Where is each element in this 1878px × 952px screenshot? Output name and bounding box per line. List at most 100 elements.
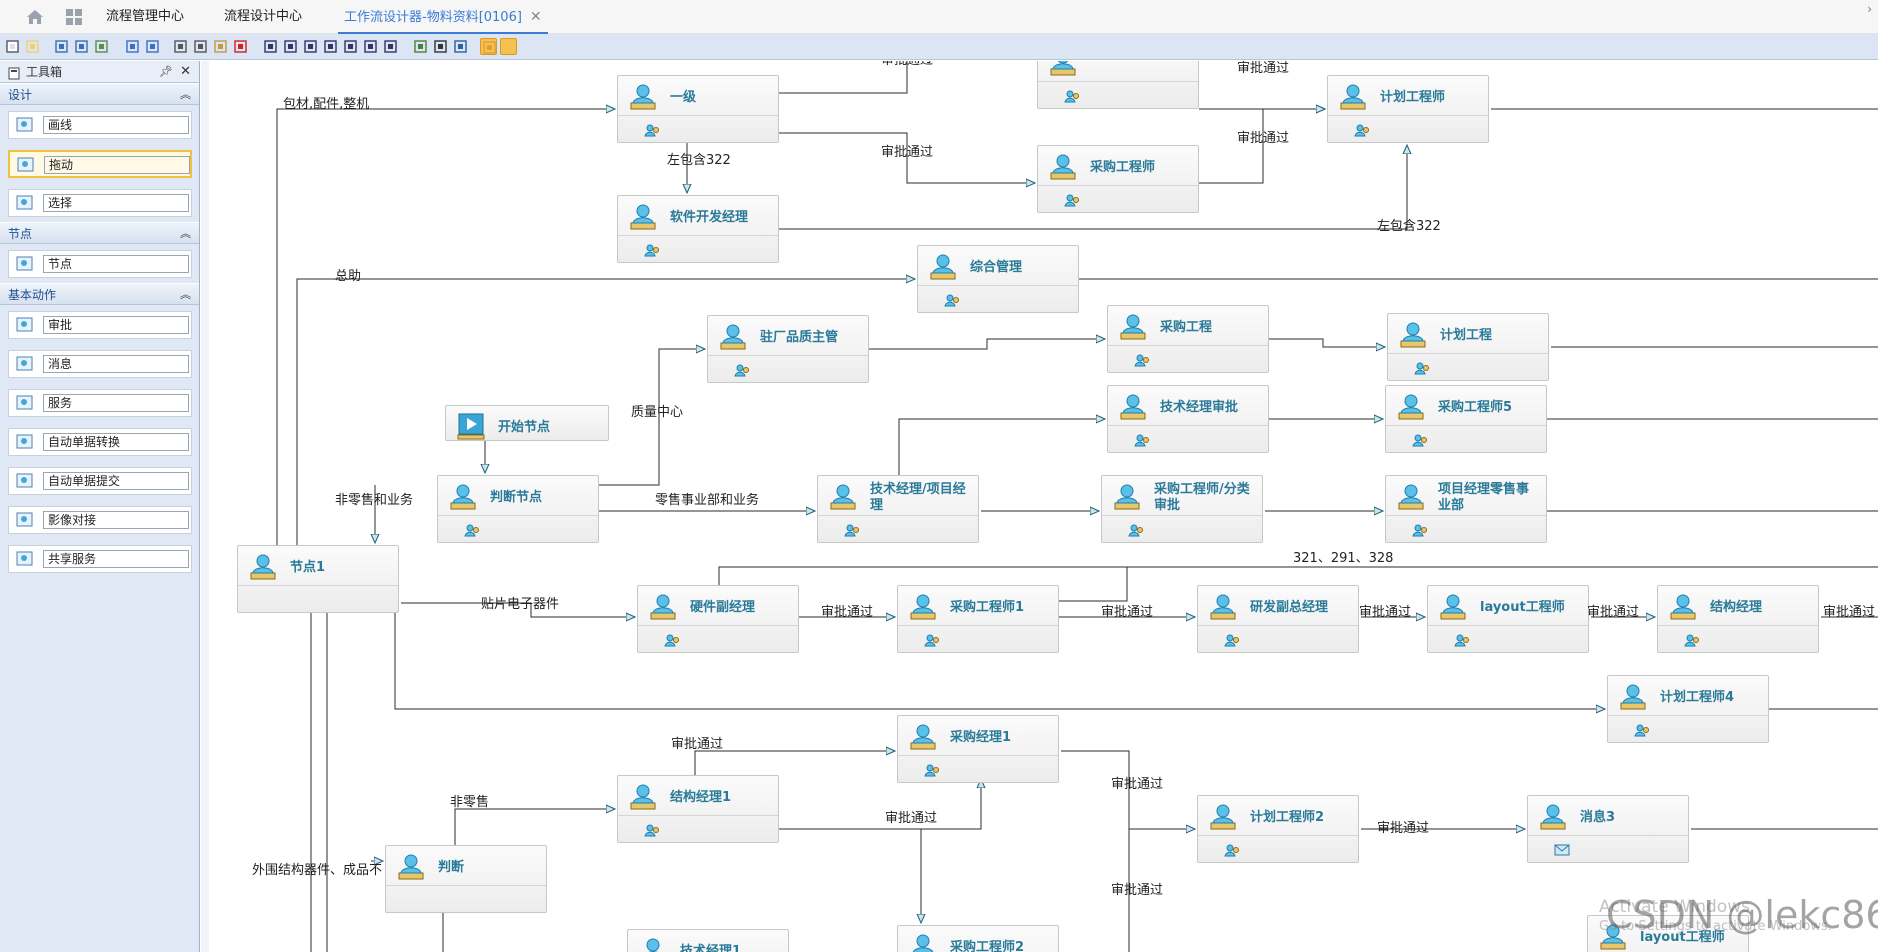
- workflow-node[interactable]: 计划工程师4: [1607, 675, 1769, 743]
- tab-process-design[interactable]: 流程设计中心: [224, 9, 303, 24]
- toolbox-section-header[interactable]: 设计︽: [0, 83, 199, 105]
- collapse-icon[interactable]: ︽: [180, 227, 191, 240]
- toolbox-item[interactable]: 消息: [0, 344, 199, 383]
- align-top-icon[interactable]: [322, 38, 339, 55]
- workflow-edge[interactable]: [718, 566, 1878, 585]
- toolbox-item[interactable]: 自动单据转换: [0, 422, 199, 461]
- workflow-node[interactable]: 采购工程师: [1037, 145, 1199, 213]
- workflow-node[interactable]: 判断节点: [437, 475, 599, 543]
- workflow-edge[interactable]: [898, 419, 1105, 475]
- toolbox-item[interactable]: 节点: [0, 244, 199, 283]
- workflow-node[interactable]: layout工程师: [1427, 585, 1589, 653]
- toolbox-section-header[interactable]: 节点︽: [0, 222, 199, 244]
- toolbox-item[interactable]: 选择: [0, 183, 199, 222]
- workflow-node[interactable]: 判断: [385, 845, 547, 913]
- workflow-node[interactable]: 采购工程师5: [1385, 385, 1547, 453]
- toolbox-item[interactable]: 画线: [0, 105, 199, 144]
- workflow-node[interactable]: 软件开发经理: [617, 195, 779, 263]
- home-icon[interactable]: [24, 6, 46, 28]
- save-icon[interactable]: [53, 38, 70, 55]
- workflow-node[interactable]: 开始节点: [445, 405, 609, 441]
- workflow-edge[interactable]: [394, 611, 1605, 709]
- grid-icon[interactable]: [412, 38, 429, 55]
- workflow-node[interactable]: 硬件副经理: [637, 585, 799, 653]
- workflow-node[interactable]: 采购经理1: [897, 715, 1059, 783]
- workflow-edge[interactable]: [296, 279, 915, 545]
- save-as-icon[interactable]: [73, 38, 90, 55]
- workflow-edge[interactable]: [401, 602, 635, 617]
- toolbox-item[interactable]: 服务: [0, 383, 199, 422]
- workflow-edge[interactable]: [1061, 750, 1130, 952]
- apps-grid-icon[interactable]: [64, 7, 84, 27]
- pin-icon[interactable]: 📌︎: [159, 65, 173, 78]
- workflow-node[interactable]: 采购工程师1: [897, 585, 1059, 653]
- align-bottom-icon[interactable]: [362, 38, 379, 55]
- redo-icon[interactable]: [144, 38, 161, 55]
- workflow-node[interactable]: 计划工程: [1387, 313, 1549, 381]
- note-icon[interactable]: [500, 38, 517, 55]
- workflow-edge[interactable]: [779, 828, 921, 923]
- workflow-node[interactable]: 结构经理1: [617, 775, 779, 843]
- workflow-edge[interactable]: [1199, 109, 1325, 184]
- workflow-node[interactable]: 消息3: [1527, 795, 1689, 863]
- workflow-node[interactable]: 计划工程师2: [1197, 795, 1359, 863]
- close-icon[interactable]: ✕: [180, 64, 191, 79]
- workflow-node[interactable]: 计划工程师: [1327, 75, 1489, 143]
- toolbox-item[interactable]: 审批: [0, 305, 199, 344]
- collapse-icon[interactable]: ︽: [180, 88, 191, 101]
- workflow-node[interactable]: 研发副总经理: [1197, 585, 1359, 653]
- chevron-right-icon[interactable]: ›: [1867, 2, 1872, 16]
- toolbox-item[interactable]: 自动单据提交: [0, 461, 199, 500]
- workflow-edge[interactable]: [779, 61, 908, 94]
- align-center-icon[interactable]: [282, 38, 299, 55]
- assignee-icon: [1064, 193, 1080, 207]
- property-icon[interactable]: [480, 38, 497, 55]
- workflow-node[interactable]: 技术经理/项目经理: [817, 475, 979, 543]
- workflow-node[interactable]: 驻厂品质主管: [707, 315, 869, 383]
- workflow-node[interactable]: [1037, 61, 1199, 109]
- settings-icon[interactable]: [432, 38, 449, 55]
- align-right-icon[interactable]: [302, 38, 319, 55]
- workflow-edge[interactable]: [1269, 338, 1385, 347]
- copy-icon[interactable]: [192, 38, 209, 55]
- workflow-node[interactable]: 一级: [617, 75, 779, 143]
- workflow-node[interactable]: 技术经理审批: [1107, 385, 1269, 453]
- workflow-edge[interactable]: [869, 339, 1105, 350]
- workflow-edge[interactable]: [276, 109, 615, 545]
- workflow-node[interactable]: 采购工程师2: [897, 925, 1059, 952]
- tab-workflow-designer[interactable]: 工作流设计器-物料资料[0106]✕: [338, 0, 548, 34]
- cut-icon[interactable]: [172, 38, 189, 55]
- align-middle-icon[interactable]: [342, 38, 359, 55]
- undo-icon[interactable]: [124, 38, 141, 55]
- tab-process-management[interactable]: 流程管理中心: [106, 9, 185, 24]
- collapse-icon[interactable]: ︽: [180, 288, 191, 301]
- workflow-node[interactable]: 采购工程师/分类审批: [1101, 475, 1263, 543]
- toolbox-item[interactable]: 共享服务: [0, 539, 199, 578]
- workflow-node[interactable]: layout工程师: [1587, 915, 1749, 952]
- delete-icon[interactable]: [232, 38, 249, 55]
- workflow-node[interactable]: 结构经理: [1657, 585, 1819, 653]
- workflow-edge[interactable]: [779, 145, 1407, 230]
- workflow-edge[interactable]: [454, 809, 615, 845]
- layers-icon[interactable]: [452, 38, 469, 55]
- toolbox-section-header[interactable]: 基本动作︽: [0, 283, 199, 305]
- workflow-canvas[interactable]: 一级 计划工程师采购工程师软件开发经理综合管理驻厂品质主管 采购工程 计划工程开始节点…: [201, 61, 1878, 952]
- close-icon[interactable]: ✕: [529, 9, 542, 25]
- workflow-node[interactable]: 综合管理: [917, 245, 1079, 313]
- workflow-edge[interactable]: [779, 779, 981, 830]
- align-left-icon[interactable]: [262, 38, 279, 55]
- new-icon[interactable]: [4, 38, 21, 55]
- preview-icon[interactable]: [93, 38, 110, 55]
- workflow-edge[interactable]: [779, 132, 1035, 183]
- toolbox-item[interactable]: 影像对接: [0, 500, 199, 539]
- distribute-icon[interactable]: [382, 38, 399, 55]
- workflow-edge[interactable]: [694, 751, 895, 775]
- toolbox-item[interactable]: 拖动: [0, 144, 199, 183]
- workflow-node[interactable]: 采购工程: [1107, 305, 1269, 373]
- open-icon[interactable]: [24, 38, 41, 55]
- workflow-node[interactable]: 项目经理零售事业部: [1385, 475, 1547, 543]
- workflow-node[interactable]: 节点1: [237, 545, 399, 613]
- paste-icon[interactable]: [212, 38, 229, 55]
- workflow-node[interactable]: 技术经理1: [627, 929, 789, 952]
- workflow-edge[interactable]: [599, 349, 705, 486]
